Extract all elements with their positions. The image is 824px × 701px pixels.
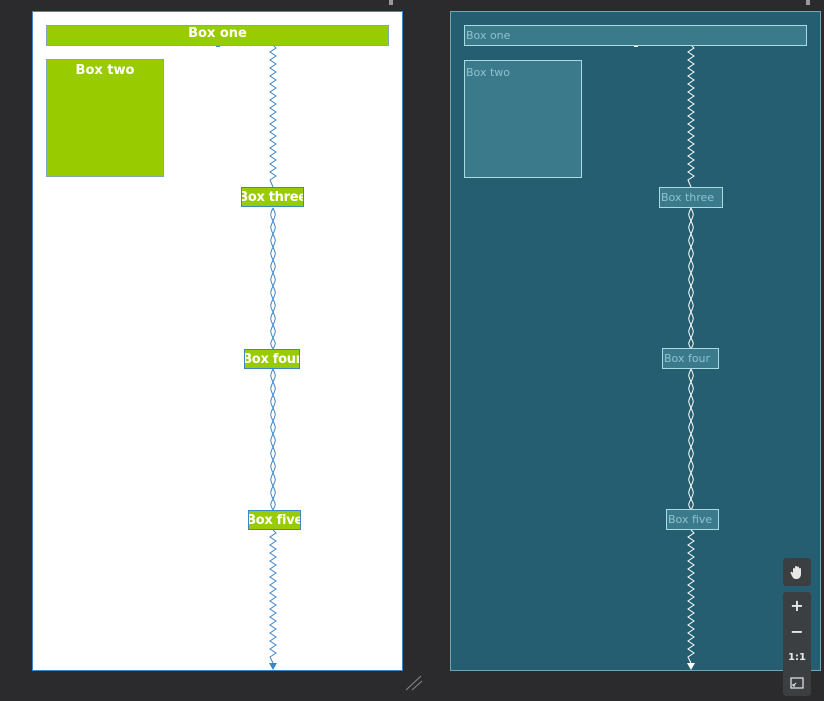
pan-button[interactable] bbox=[783, 558, 811, 586]
blueprint-box-five-label: Box five bbox=[668, 513, 713, 526]
design-box-two[interactable]: Box two bbox=[46, 59, 164, 177]
design-box-two-label: Box two bbox=[75, 63, 135, 78]
blueprint-box-four-label: Box four bbox=[664, 352, 711, 365]
blueprint-box-four[interactable]: Box four bbox=[662, 348, 719, 369]
resize-handle-icon[interactable] bbox=[404, 674, 424, 692]
design-surface[interactable]: Box one Box two Box three Box four Box f… bbox=[32, 11, 403, 671]
zoom-to-fit-icon bbox=[790, 677, 804, 689]
zoom-in-button[interactable]: + bbox=[783, 592, 811, 618]
blueprint-top-corner-mark bbox=[806, 0, 810, 5]
blueprint-box-five[interactable]: Box five bbox=[666, 509, 719, 530]
actual-size-button[interactable]: 1:1 bbox=[783, 644, 811, 670]
zoom-to-fit-button[interactable] bbox=[783, 670, 811, 696]
blueprint-box-two[interactable]: Box two bbox=[464, 60, 582, 178]
design-box-four[interactable]: Box four bbox=[244, 349, 300, 369]
design-top-corner-mark bbox=[389, 0, 393, 5]
design-box-three[interactable]: Box three bbox=[241, 187, 304, 207]
zoom-in-icon: + bbox=[790, 595, 804, 615]
zoom-controls: + − 1:1 bbox=[783, 592, 811, 696]
design-box-five-label: Box five bbox=[248, 512, 301, 528]
design-box-one[interactable]: Box one bbox=[46, 25, 389, 46]
design-box-one-label: Box one bbox=[188, 26, 247, 41]
blueprint-box-one-label: Box one bbox=[466, 29, 511, 42]
blueprint-box-three[interactable]: Box three bbox=[659, 187, 723, 208]
blueprint-box-three-label: Box three bbox=[661, 191, 715, 204]
zoom-out-button[interactable]: − bbox=[783, 618, 811, 644]
design-box-four-label: Box four bbox=[244, 351, 300, 367]
design-box-five[interactable]: Box five bbox=[248, 510, 301, 530]
zoom-out-icon: − bbox=[790, 621, 804, 641]
blueprint-box-two-label: Box two bbox=[466, 66, 510, 79]
actual-size-icon: 1:1 bbox=[788, 651, 806, 663]
zoom-toolbar: + − 1:1 bbox=[783, 558, 811, 696]
blueprint-box-one[interactable]: Box one bbox=[464, 25, 807, 46]
blueprint-surface[interactable]: Box one Box two Box three Box four Box f… bbox=[450, 11, 821, 671]
pan-hand-icon bbox=[790, 566, 801, 579]
design-box-three-label: Box three bbox=[241, 189, 304, 205]
